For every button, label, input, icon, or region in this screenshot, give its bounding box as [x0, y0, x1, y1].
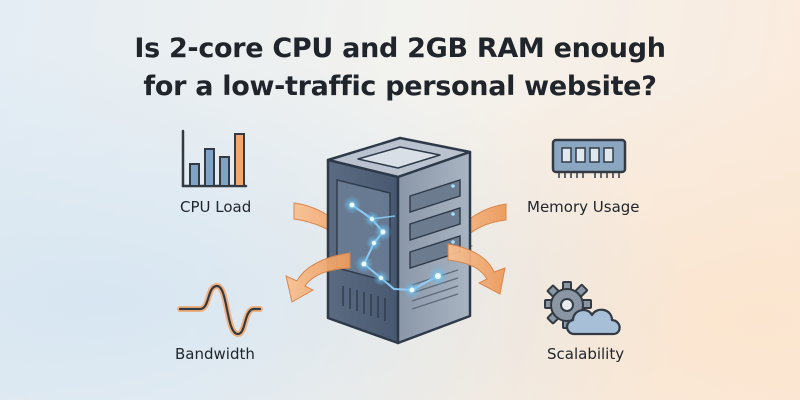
server-tower-icon: [326, 136, 472, 345]
gear-cloud-icon: [544, 281, 621, 336]
bar-chart-icon: [181, 129, 248, 188]
label-bandwidth: Bandwidth: [175, 345, 255, 363]
title-line-1: Is 2-core CPU and 2GB RAM enough: [134, 33, 666, 64]
network-glow: [343, 196, 448, 299]
ram-module-icon: [551, 138, 627, 178]
wave-signal-icon: [177, 283, 263, 337]
page-title: Is 2-core CPU and 2GB RAM enough for a l…: [0, 30, 800, 106]
label-cpu-load: CPU Load: [180, 198, 252, 216]
title-line-2: for a low-traffic personal website?: [143, 71, 657, 102]
label-memory-usage: Memory Usage: [527, 198, 640, 216]
flow-arrows-front: [285, 243, 506, 303]
label-scalability: Scalability: [547, 345, 625, 363]
